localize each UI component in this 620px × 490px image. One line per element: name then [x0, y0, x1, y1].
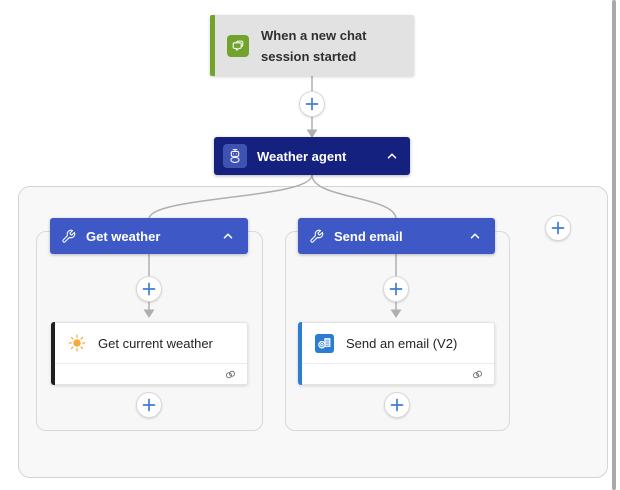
send-email-branch-header[interactable]: Send email [298, 218, 495, 254]
plus-icon [389, 282, 403, 296]
plus-icon [551, 221, 565, 235]
get-weather-branch-header[interactable]: Get weather [50, 218, 248, 254]
wrench-icon [61, 229, 76, 244]
vertical-scrollbar[interactable] [612, 0, 616, 490]
trigger-title: When a new chat session started [261, 27, 367, 64]
bot-icon [223, 144, 247, 168]
outlook-icon [315, 333, 334, 353]
action-title: Send an email (V2) [346, 335, 458, 351]
connections-icon [224, 368, 237, 381]
trigger-node[interactable]: When a new chat session started [210, 15, 414, 76]
wrench-icon [309, 229, 324, 244]
action-footer [299, 363, 494, 384]
connections-icon [471, 368, 484, 381]
get-current-weather-action-node[interactable]: Get current weather [51, 322, 248, 385]
plus-icon [142, 398, 156, 412]
plus-icon [142, 282, 156, 296]
weather-agent-node[interactable]: Weather agent [214, 137, 410, 175]
add-branch-button[interactable] [545, 215, 571, 241]
insert-action-button-top[interactable] [299, 91, 325, 117]
insert-action-button-send-email[interactable] [383, 276, 409, 302]
add-action-button-send-email-bottom[interactable] [384, 392, 410, 418]
action-accent-bar [298, 322, 302, 385]
branch-title: Get weather [86, 228, 161, 244]
collapse-send-email-chevron-up-icon[interactable] [466, 227, 484, 245]
action-footer [52, 363, 247, 384]
collapse-agent-chevron-up-icon[interactable] [383, 147, 401, 165]
plus-icon [305, 97, 319, 111]
plus-icon [390, 398, 404, 412]
sun-icon [68, 334, 86, 352]
agent-title: Weather agent [257, 148, 347, 164]
chat-bubbles-icon [227, 34, 249, 57]
action-accent-bar [51, 322, 55, 385]
branch-title: Send email [334, 228, 403, 244]
insert-action-button-get-weather[interactable] [136, 276, 162, 302]
add-action-button-get-weather-bottom[interactable] [136, 392, 162, 418]
send-an-email-action-node[interactable]: Send an email (V2) [298, 322, 495, 385]
collapse-get-weather-chevron-up-icon[interactable] [219, 227, 237, 245]
action-title: Get current weather [98, 335, 213, 351]
